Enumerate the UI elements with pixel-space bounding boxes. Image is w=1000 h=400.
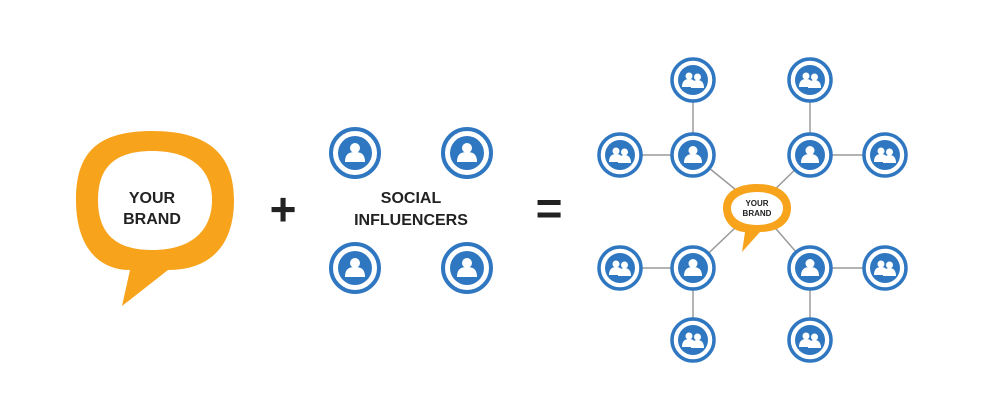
people-group-icon xyxy=(609,260,631,276)
people-group-icon xyxy=(874,260,896,276)
single-person-icon xyxy=(345,258,365,277)
audience-node xyxy=(670,57,716,103)
influencers-line-1: SOCIAL xyxy=(381,190,442,207)
brand-bubble-large: YOUR BRAND xyxy=(76,131,234,306)
influencer-node xyxy=(329,242,381,294)
single-person-icon xyxy=(684,146,702,163)
single-person-icon xyxy=(345,143,365,162)
influencer-node xyxy=(441,127,493,179)
influencers-group: SOCIAL INFLUENCERS xyxy=(329,127,493,294)
people-group-icon xyxy=(609,147,631,163)
people-group-icon xyxy=(682,332,704,348)
plus-sign: + xyxy=(270,183,297,235)
speech-bubble-inner xyxy=(98,151,212,250)
audience-node xyxy=(670,317,716,363)
influencer-node xyxy=(441,242,493,294)
audience-node xyxy=(597,132,643,178)
audience-node xyxy=(862,245,908,291)
people-group-icon xyxy=(799,332,821,348)
single-person-icon xyxy=(457,258,477,277)
network-influencer-node xyxy=(787,245,833,291)
people-group-icon xyxy=(682,72,704,88)
network-group: YOUR BRAND xyxy=(597,57,908,363)
center-brand-line-2: BRAND xyxy=(743,209,772,218)
network-influencer-node xyxy=(670,132,716,178)
audience-node xyxy=(597,245,643,291)
single-person-icon xyxy=(457,143,477,162)
people-group-icon xyxy=(799,72,821,88)
brand-line-1: YOUR xyxy=(129,190,176,207)
single-person-icon xyxy=(801,259,819,276)
brand-line-2: BRAND xyxy=(123,211,181,228)
speech-bubble-inner xyxy=(731,192,783,225)
influencers-line-2: INFLUENCERS xyxy=(354,212,468,229)
audience-node xyxy=(787,57,833,103)
audience-node xyxy=(862,132,908,178)
network-influencer-node xyxy=(670,245,716,291)
people-group-icon xyxy=(874,147,896,163)
brand-bubble-small: YOUR BRAND xyxy=(723,184,791,252)
single-person-icon xyxy=(684,259,702,276)
single-person-icon xyxy=(801,146,819,163)
network-influencer-node xyxy=(787,132,833,178)
equals-sign: = xyxy=(536,182,563,234)
center-brand-line-1: YOUR xyxy=(745,199,768,208)
audience-node xyxy=(787,317,833,363)
influencer-node xyxy=(329,127,381,179)
